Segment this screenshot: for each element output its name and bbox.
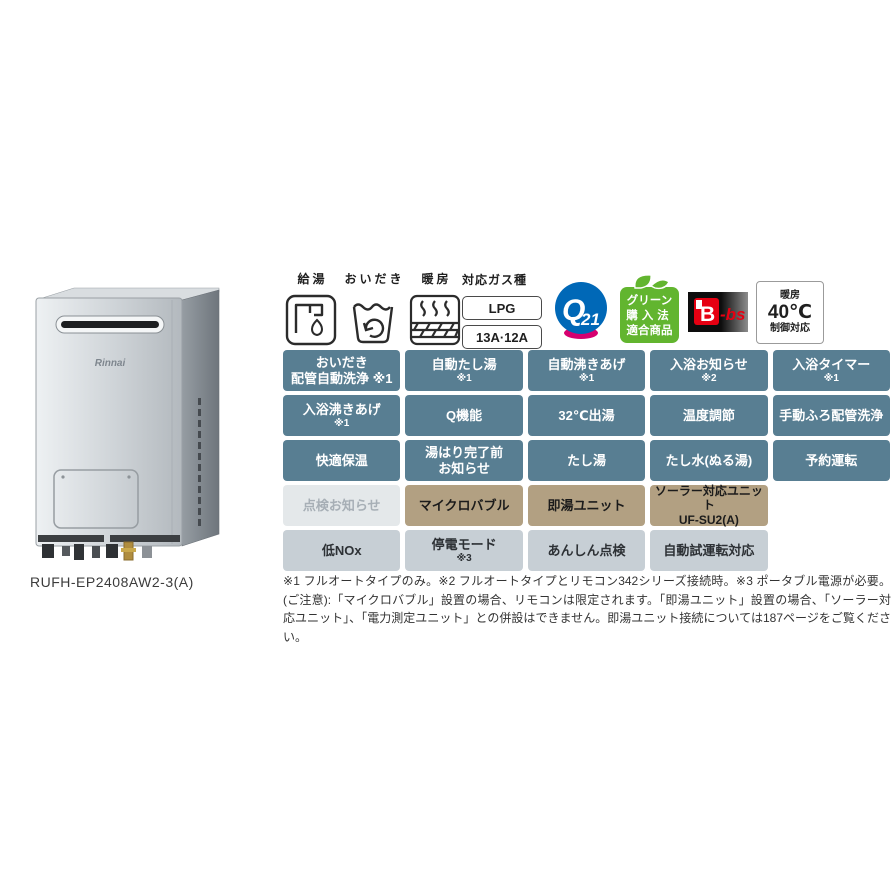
floor-heating-icon: [409, 294, 461, 346]
bbs-b: B: [700, 303, 715, 326]
feature-cell: 快適保温: [283, 440, 401, 481]
function-hot-water: 給湯: [282, 270, 340, 347]
gas-option-13a12a: 13A·12A: [462, 325, 542, 349]
panel-screw: [61, 475, 65, 479]
feature-cell: 自動試運転対応: [650, 530, 768, 571]
side-vents: [198, 398, 201, 526]
heater-side-face: [181, 289, 220, 547]
gas-type-title: 対応ガス種: [462, 273, 528, 287]
feature-grid: おいだき 配管自動洗浄 ※1 自動たし湯※1 自動沸きあげ※1 入浴お知らせ※2…: [283, 350, 890, 571]
feature-cell: たし水(ぬる湯): [650, 440, 768, 481]
function-reheat: おいだき: [344, 270, 402, 347]
feature-cell: ソーラー対応ユニット UF-SU2(A): [650, 484, 768, 527]
bottom-strip: [38, 535, 104, 542]
access-panel: [53, 469, 139, 529]
feature-cell: Q機能: [405, 395, 523, 436]
bbs-suffix: -bs: [720, 305, 746, 324]
feature-cell: 入浴沸きあげ※1: [283, 395, 401, 436]
reheat-tub-icon: [352, 303, 394, 344]
product-model-label: RUFH-EP2408AW2-3(A): [30, 574, 194, 590]
grid-spacer: [773, 485, 890, 526]
heat40-line-2: 40℃: [767, 301, 813, 323]
feature-cell: 入浴タイマー※1: [772, 350, 890, 391]
hot-water-label: 給湯: [297, 272, 328, 286]
feature-cell: 32℃出湯: [527, 395, 646, 436]
green-line-2: 購入法: [625, 308, 673, 322]
feature-cell: 自動たし湯※1: [405, 350, 523, 391]
feature-cell: 停電モード※3: [405, 530, 523, 571]
faucet-icon: [285, 294, 337, 346]
grid-spacer: [773, 530, 890, 571]
heat40-line-1: 暖房: [780, 290, 800, 302]
green-line-3: 適合商品: [627, 323, 673, 337]
q21-q: Q: [562, 294, 585, 327]
vent-slot: [61, 321, 159, 328]
function-heating: 暖房: [406, 270, 464, 347]
gas-option-lpg: LPG: [462, 296, 542, 320]
feature-cell-inactive: 点検お知らせ: [283, 485, 401, 526]
green-purchase-icon: グリーン 購入法 適合商品: [620, 274, 679, 343]
heating-40c-badge: 暖房 40℃ 制御対応: [756, 281, 824, 344]
feature-cell: 温度調節: [650, 395, 768, 436]
heat40-line-3: 制御対応: [770, 323, 810, 335]
green-purchase-badge: グリーン 購入法 適合商品: [615, 272, 683, 349]
feature-cell: 予約運転: [772, 440, 890, 481]
feature-cell: たし湯: [527, 440, 646, 481]
panel-screw: [127, 475, 131, 479]
heater-front-face: [35, 297, 183, 547]
feature-cell: 即湯ユニット: [527, 485, 646, 526]
feature-cell: あんしん点検: [527, 530, 646, 571]
gas-type-section: 対応ガス種 LPG 13A·12A: [462, 271, 542, 354]
heating-label: 暖房: [421, 272, 452, 286]
feature-cell: マイクロバブル: [405, 485, 523, 526]
footnote-text: ※1 フルオートタイプのみ。※2 フルオートタイプとリモコン342シリーズ接続時…: [283, 574, 891, 644]
feature-cell: 入浴お知らせ※2: [650, 350, 768, 391]
brand-logo: Rinnai: [95, 358, 126, 369]
q21-badge: Q 21: [552, 280, 610, 347]
water-heater-image: Rinnai: [35, 287, 220, 561]
green-line-1: グリーン: [627, 293, 672, 307]
product-figure: Rinnai: [22, 278, 244, 596]
feature-cell: 低NOx: [283, 530, 401, 571]
feature-cell: おいだき 配管自動洗浄 ※1: [283, 350, 401, 391]
reheat-label: おいだき: [344, 272, 405, 286]
q21-num: 21: [580, 310, 600, 329]
pipes: [42, 541, 152, 561]
feature-cell: 湯はり完了前 お知らせ: [405, 440, 523, 481]
feature-cell: 手動ふろ配管洗浄: [772, 395, 890, 436]
feature-cell: 自動沸きあげ※1: [527, 350, 646, 391]
bl-bs-icon: B -bs: [688, 292, 748, 332]
q21-icon: Q 21: [555, 282, 607, 339]
bottom-strip: [110, 535, 180, 542]
bl-bs-badge: B -bs: [688, 288, 748, 341]
